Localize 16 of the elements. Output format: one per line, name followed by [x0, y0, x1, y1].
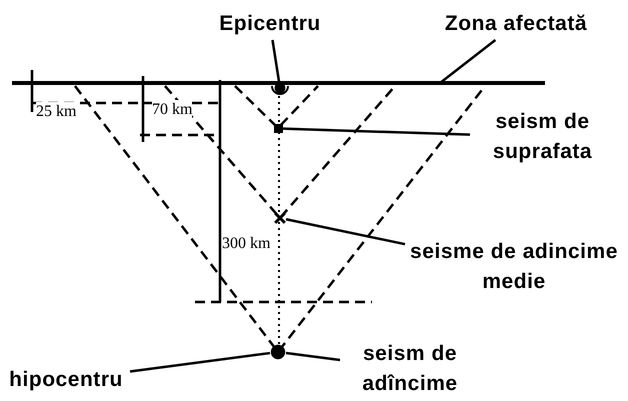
- callout-text: seism de adîncime: [340, 338, 480, 400]
- focus-marker: [274, 124, 283, 133]
- callout-text: Zona afectată: [410, 8, 622, 40]
- focus-point: [270, 344, 286, 360]
- callout-text: seism de suprafata: [470, 104, 615, 170]
- leader-line: [286, 218, 406, 246]
- focus-marker: [274, 212, 286, 224]
- callout-text: Epicentru: [212, 8, 328, 40]
- leader-line: [439, 39, 496, 84]
- leader-line: [282, 127, 470, 136]
- leader-line: [130, 352, 270, 373]
- callout-text: hipocentru: [2, 364, 130, 396]
- callout-text: seisme de adincime medie: [405, 232, 623, 302]
- leader-line: [286, 352, 340, 362]
- dimension-label: 70 km: [152, 100, 192, 120]
- leader-line: [271, 40, 280, 82]
